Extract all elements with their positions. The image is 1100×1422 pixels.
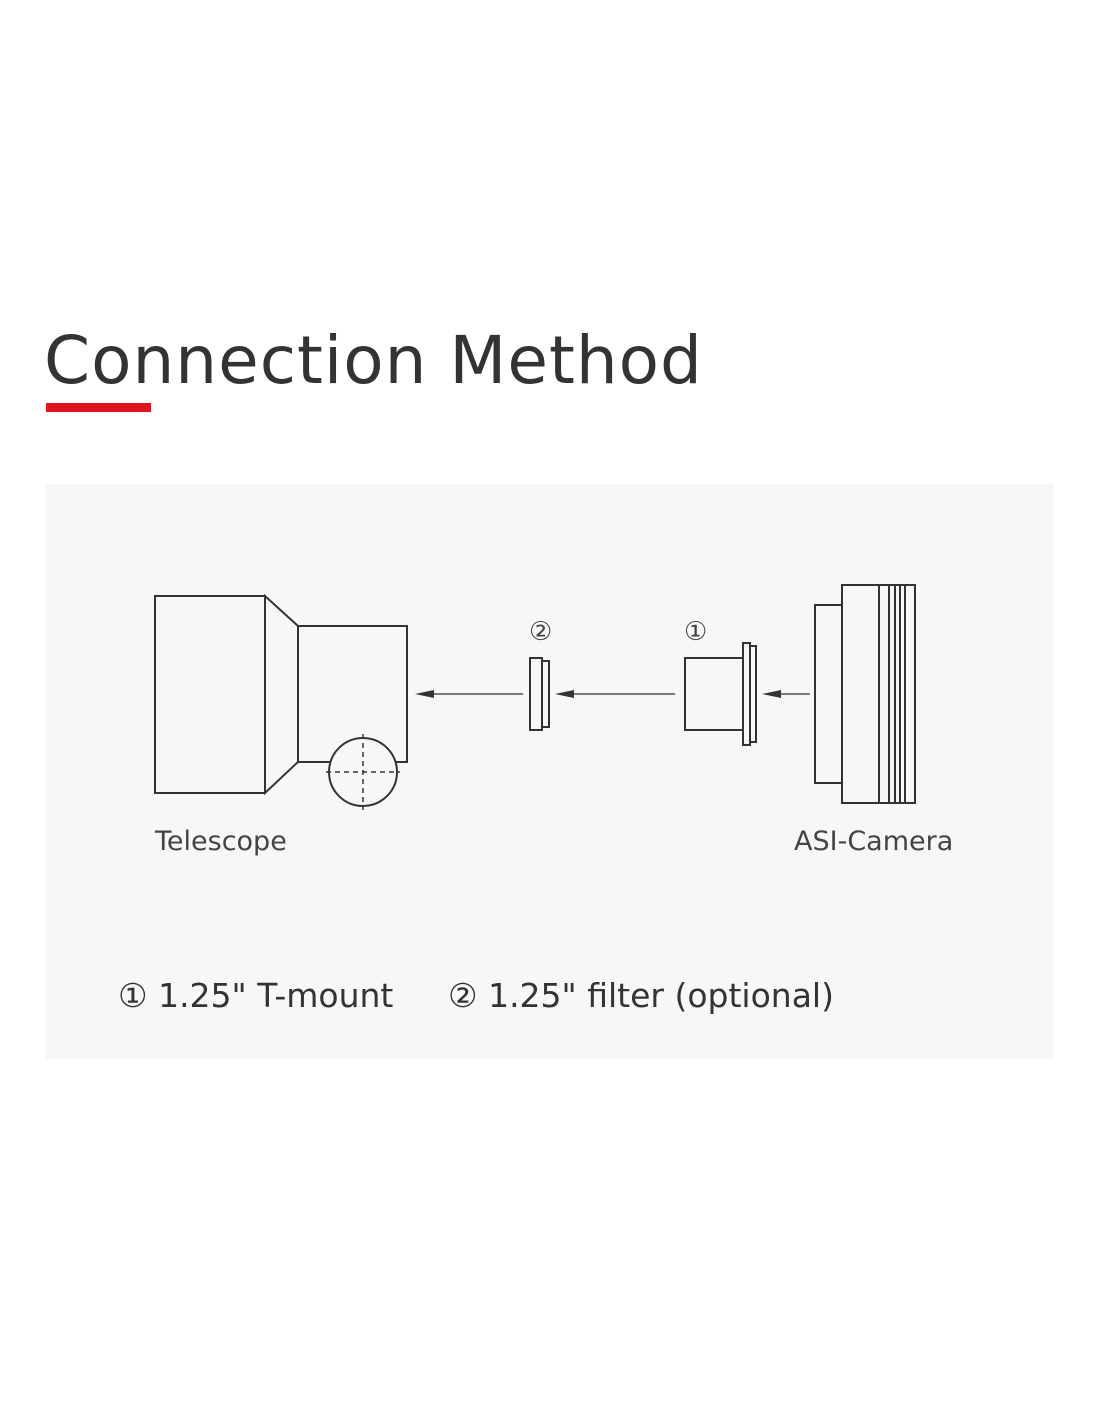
diagram-panel xyxy=(46,484,1054,1059)
title-underline xyxy=(46,403,151,412)
marker-2: ② xyxy=(529,617,553,647)
camera-drawing xyxy=(814,584,916,804)
filter-drawing xyxy=(529,657,550,731)
camera-label: ASI-Camera xyxy=(794,826,954,857)
t-mount-drawing xyxy=(684,642,757,746)
legend-item-filter: ② 1.25" filter (optional) xyxy=(448,976,834,1015)
legend-item-t-mount: ① 1.25" T-mount xyxy=(118,976,394,1015)
telescope-drawing xyxy=(154,593,408,810)
telescope-label: Telescope xyxy=(155,826,287,857)
marker-1: ① xyxy=(684,617,708,647)
page-title: Connection Method xyxy=(44,322,703,399)
arrows xyxy=(415,690,810,698)
